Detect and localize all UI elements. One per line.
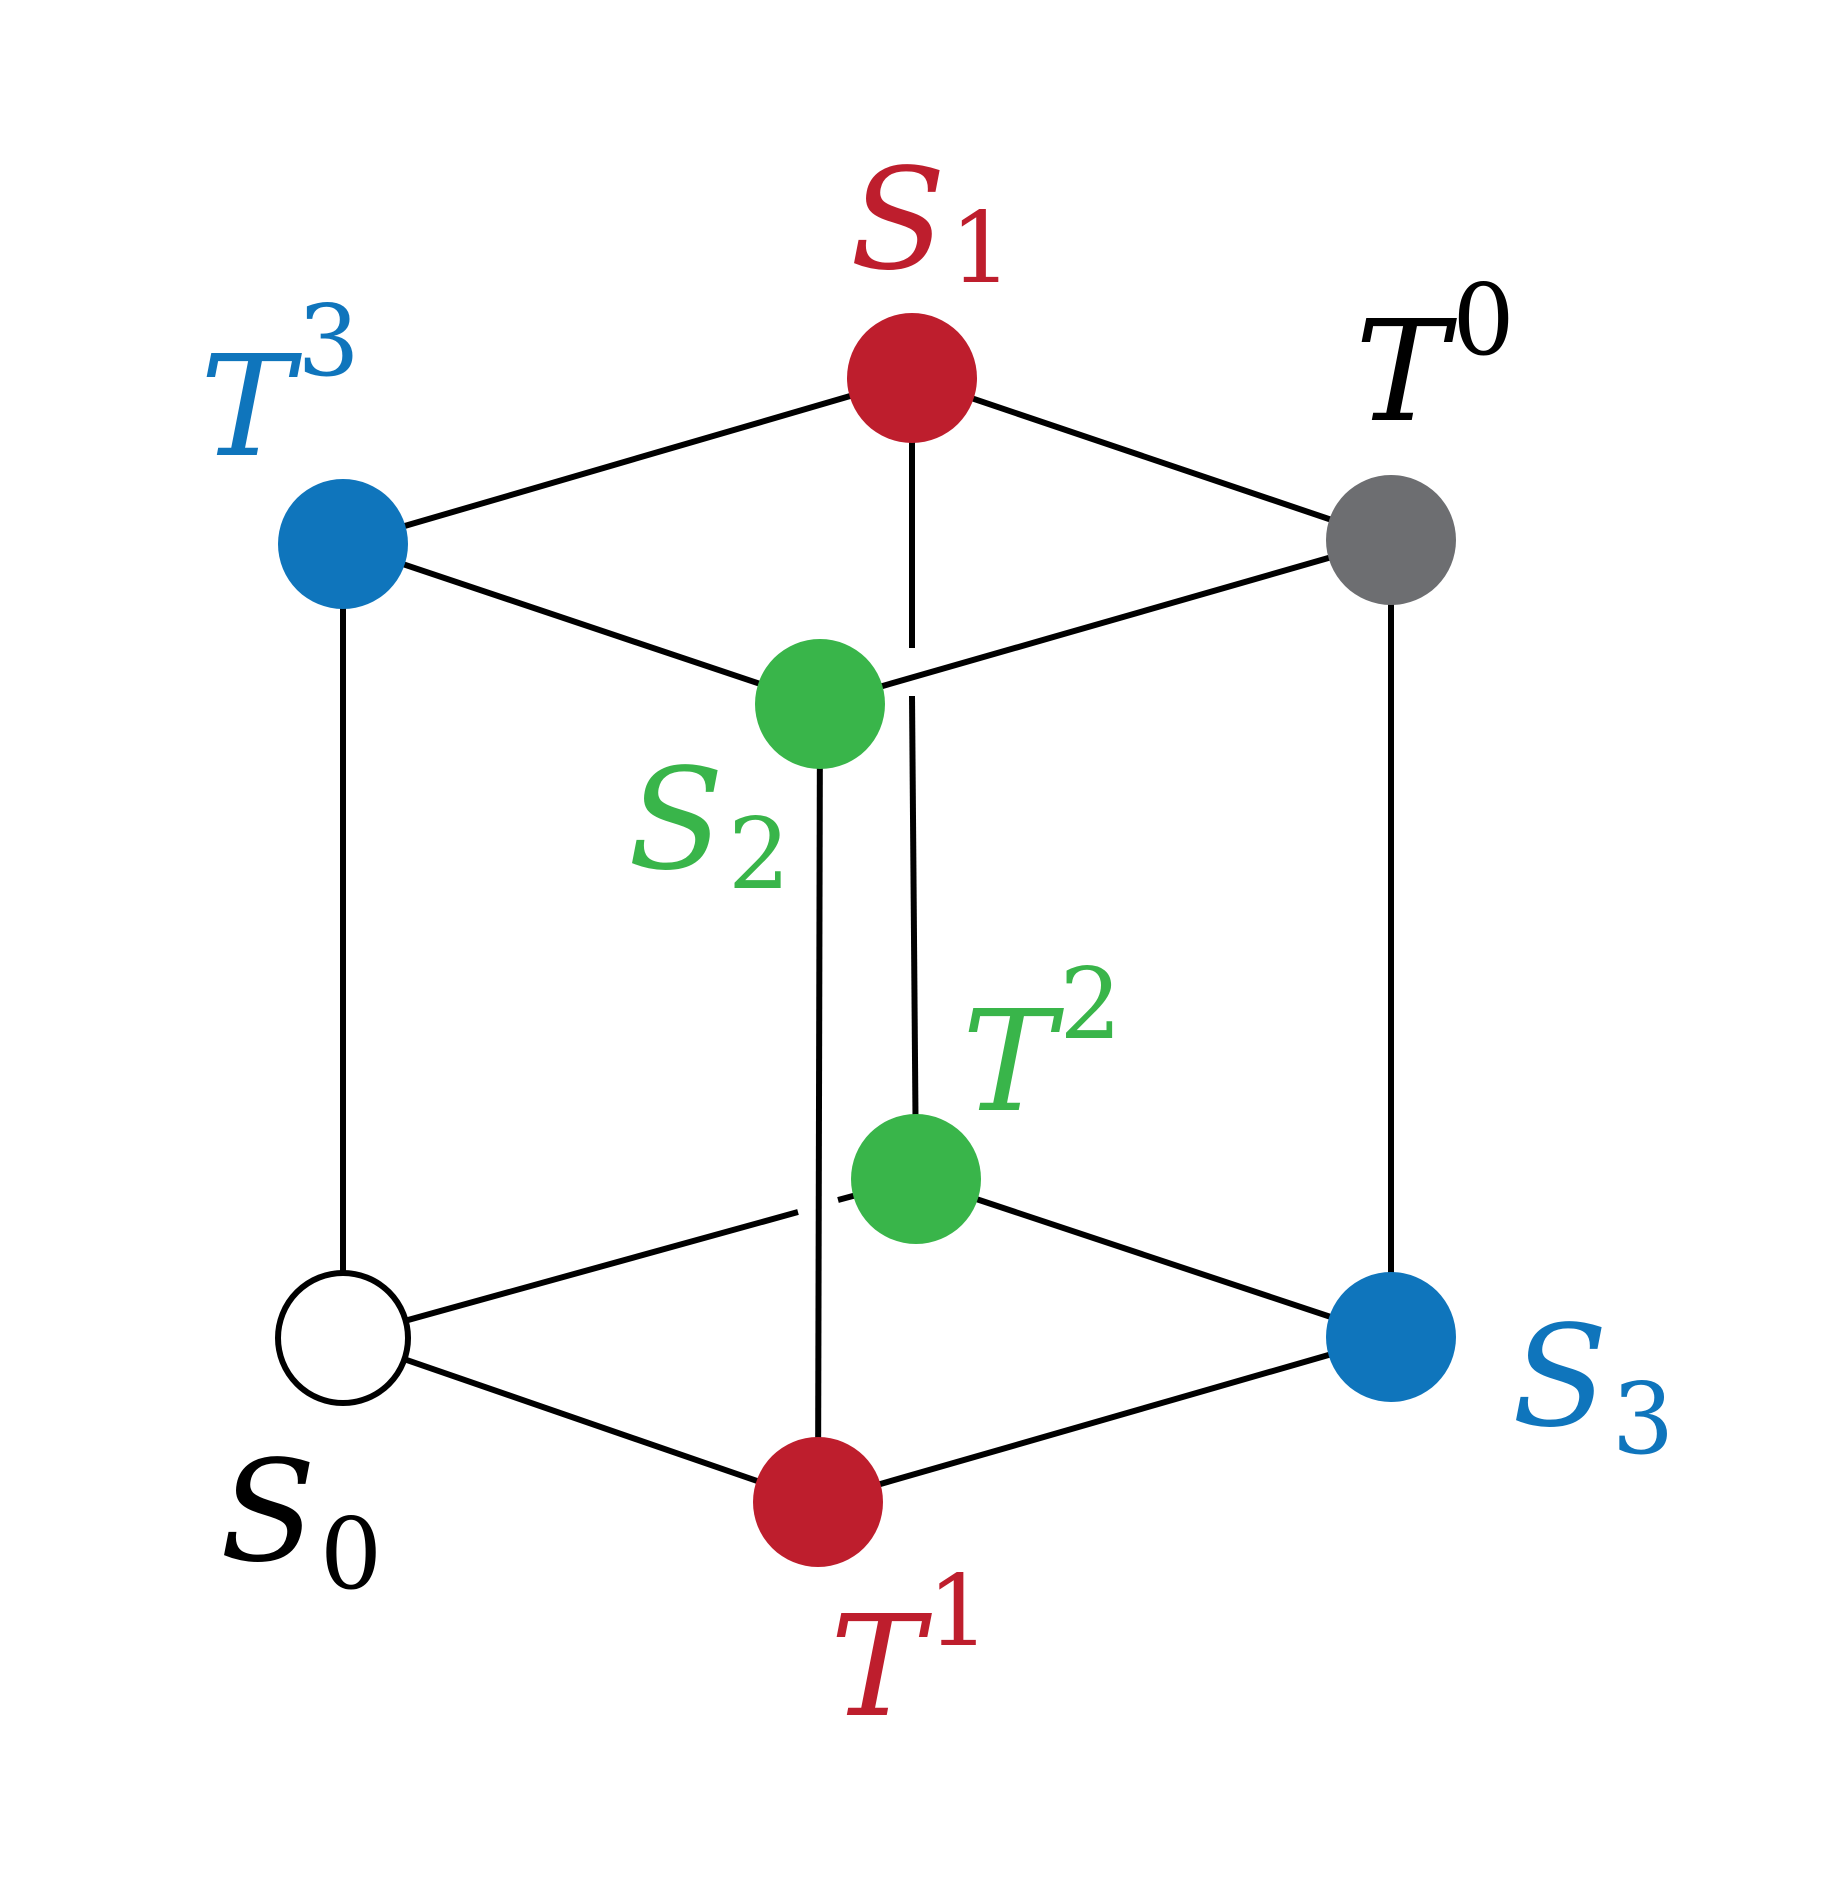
edges-layer [340, 375, 1394, 1505]
label-s1-main: S [850, 139, 946, 302]
label-t0: T0 [1355, 264, 1515, 454]
label-t3: T3 [200, 285, 360, 489]
label-t2-sup: 2 [1059, 948, 1121, 1062]
label-s1-sub: 1 [950, 192, 1012, 306]
edge-s2-t1 [815, 703, 823, 1503]
label-s0: S0 [220, 1431, 382, 1612]
label-t0-main: T [1355, 291, 1457, 454]
node-s2 [755, 639, 885, 769]
edge-t3-s1 [342, 375, 913, 547]
node-s0 [275, 1270, 411, 1406]
label-t1-main: T [830, 1586, 932, 1749]
label-t1-sup: 1 [927, 1555, 989, 1669]
node-t0 [1326, 475, 1456, 605]
edge-t1-s3 [817, 1334, 1392, 1505]
label-s0-sub: 0 [320, 1498, 382, 1612]
node-t3 [278, 479, 408, 609]
label-s3-main: S [1512, 1296, 1608, 1459]
label-t2-main: T [962, 981, 1064, 1144]
nodes-layer [275, 313, 1456, 1567]
label-t1: T1 [830, 1555, 990, 1749]
edge-s1-t0 [911, 375, 1392, 543]
node-s1 [847, 313, 977, 443]
label-s3: S3 [1512, 1296, 1674, 1477]
edge-s0-t2 [342, 1209, 799, 1341]
label-s1: S1 [850, 139, 1012, 306]
edge-s1-t2 [909, 695, 919, 1180]
label-s3-sub: 3 [1612, 1363, 1674, 1477]
node-t1 [753, 1437, 883, 1567]
label-s0-main: S [220, 1431, 316, 1594]
label-t3-main: T [200, 326, 302, 489]
edge-s0-t1 [342, 1335, 819, 1505]
label-t2: T2 [962, 948, 1122, 1144]
edge-t3-s2 [342, 541, 821, 707]
node-t2 [851, 1114, 981, 1244]
label-t0-sup: 0 [1452, 264, 1514, 378]
node-s3 [1326, 1272, 1456, 1402]
label-s2: S2 [628, 739, 790, 912]
label-s2-main: S [628, 739, 724, 902]
label-s2-sub: 2 [728, 798, 790, 912]
edge-s2-t0 [819, 537, 1392, 707]
edge-t2-s3 [915, 1176, 1392, 1340]
label-t3-sup: 3 [297, 285, 359, 399]
